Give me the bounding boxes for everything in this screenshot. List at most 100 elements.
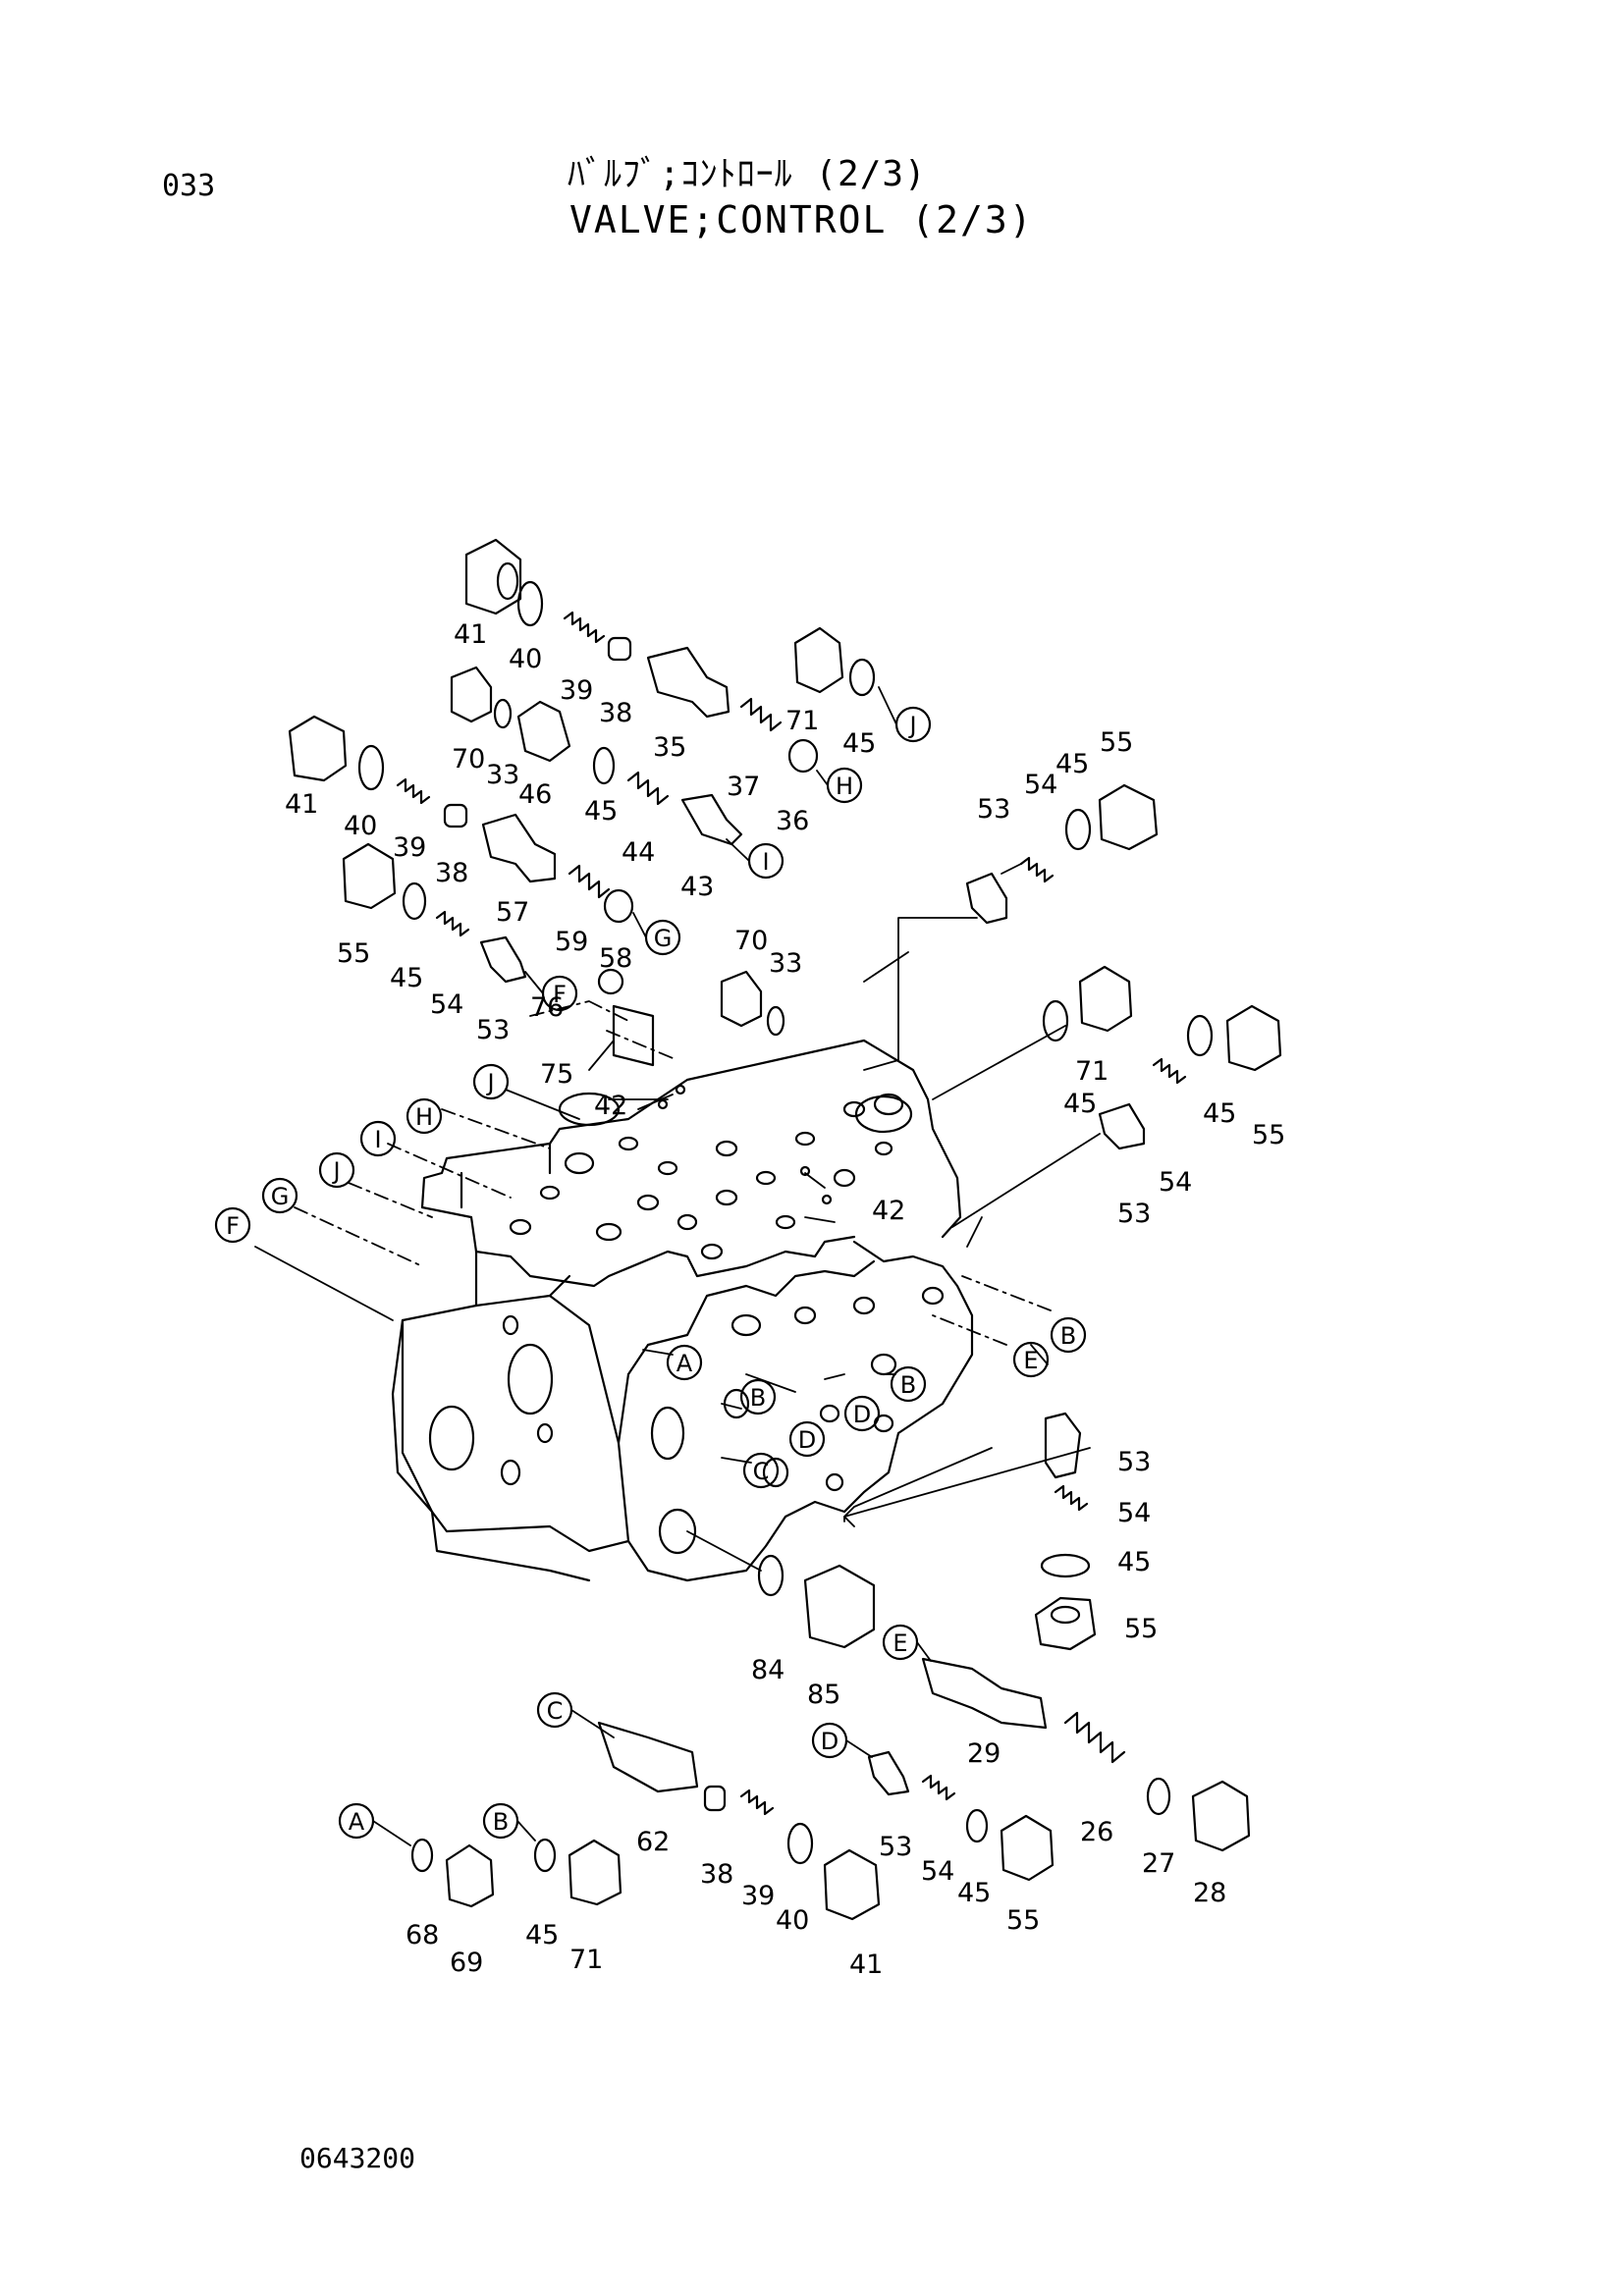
callout-D-body-1: D (788, 1420, 826, 1458)
part-label: 59 (555, 927, 588, 957)
part-label: 27 (1142, 1848, 1175, 1879)
part-label: 41 (454, 619, 487, 650)
part-label: 53 (1117, 1199, 1151, 1229)
callout-G-top: G (644, 919, 681, 956)
part-label: 62 (636, 1827, 670, 1857)
part-label: 42 (594, 1091, 627, 1121)
svg-text:A: A (349, 1808, 365, 1836)
callout-C-body: C (742, 1452, 780, 1489)
part-label: 71 (1075, 1056, 1109, 1087)
part-label: 58 (599, 943, 632, 974)
callout-J-body: J (472, 1063, 510, 1100)
callout-D-bottom: D (811, 1722, 848, 1759)
callout-H-top: H (826, 767, 863, 804)
svg-text:G: G (271, 1183, 290, 1210)
page-title-jp: ﾊﾞﾙﾌﾞ;ｺﾝﾄﾛｰﾙ (2/3) (568, 154, 927, 194)
svg-text:E: E (893, 1629, 907, 1657)
part-label: 45 (584, 796, 618, 827)
svg-text:H: H (415, 1103, 433, 1131)
svg-text:G: G (654, 925, 673, 952)
part-label: 41 (849, 1949, 883, 1980)
part-label: 45 (1063, 1089, 1097, 1119)
callout-J-body-2: J (318, 1151, 355, 1189)
callout-A-bottom: A (338, 1802, 375, 1840)
part-label: 26 (1080, 1817, 1113, 1847)
circled-callouts: J H I G F J H I J G F A B B B D D C E B … (214, 686, 1087, 1846)
part-label: 44 (622, 837, 655, 868)
callout-B-bottom: B (482, 1802, 519, 1840)
part-label: 38 (599, 698, 632, 728)
callout-A-body: A (666, 1344, 703, 1381)
part-label: 45 (842, 728, 876, 759)
part-label: 57 (496, 897, 529, 928)
svg-text:D: D (821, 1728, 839, 1755)
part-label: 70 (452, 744, 485, 774)
svg-text:J: J (331, 1157, 340, 1185)
parts-right-group (843, 783, 1282, 1651)
part-label: 39 (741, 1881, 775, 1911)
part-number-labels: 41 40 39 38 35 37 36 71 45 70 33 46 41 4… (285, 619, 1285, 1980)
svg-text:B: B (1060, 1322, 1076, 1350)
parts-bottom-group (410, 1554, 1251, 1921)
callout-H-body: H (406, 1097, 443, 1135)
valve-body (391, 1039, 974, 1582)
part-label: 55 (1006, 1905, 1040, 1936)
part-label: 39 (560, 675, 593, 706)
part-label: 33 (769, 948, 802, 979)
page-number: 033 (162, 169, 216, 203)
part-label: 69 (450, 1948, 483, 1978)
svg-text:C: C (753, 1458, 770, 1485)
page-title-en: VALVE;CONTROL (2/3) (569, 198, 1034, 241)
svg-text:F: F (553, 981, 567, 1008)
callout-D-body-2: D (843, 1395, 881, 1432)
part-label: 45 (525, 1920, 559, 1950)
svg-text:D: D (853, 1401, 871, 1428)
part-label: 76 (530, 992, 564, 1023)
part-label: 84 (751, 1655, 784, 1685)
part-label: 53 (476, 1015, 510, 1045)
callout-B-body-3: B (1050, 1316, 1087, 1354)
callout-I-body: I (359, 1120, 397, 1157)
part-label: 42 (872, 1196, 905, 1226)
part-label: 55 (1124, 1614, 1158, 1644)
part-label: 71 (569, 1945, 603, 1975)
svg-text:I: I (762, 848, 769, 876)
part-label: 43 (680, 872, 714, 902)
fitting-dots (657, 1084, 833, 1205)
part-label: 55 (1252, 1120, 1285, 1150)
part-label: 40 (509, 644, 542, 674)
svg-text:J: J (907, 712, 916, 739)
part-label: 39 (393, 832, 426, 863)
part-label: 54 (921, 1856, 954, 1887)
part-label: 54 (430, 989, 463, 1020)
callout-G-body: G (261, 1177, 298, 1214)
part-label: 46 (518, 779, 552, 810)
part-label: 55 (1100, 727, 1133, 758)
callout-F-body: F (214, 1206, 251, 1244)
part-label: 35 (653, 732, 686, 763)
callout-J-top: J (894, 706, 932, 743)
part-label: 54 (1159, 1167, 1192, 1198)
part-label: 40 (776, 1905, 809, 1936)
part-label: 29 (967, 1738, 1001, 1769)
svg-text:C: C (547, 1697, 564, 1725)
svg-text:A: A (676, 1350, 693, 1377)
callout-E-body: E (1012, 1341, 1050, 1378)
part-label: 40 (344, 811, 377, 841)
callout-C-bottom: C (536, 1691, 573, 1729)
part-label: 45 (1055, 749, 1089, 779)
part-label: 68 (406, 1920, 439, 1950)
part-label: 53 (1117, 1447, 1151, 1477)
part-label: 70 (734, 926, 768, 956)
callout-E-bottom: E (882, 1624, 919, 1661)
drawing-number: 0643200 (299, 2142, 416, 2174)
svg-text:D: D (798, 1426, 816, 1454)
part-label: 54 (1117, 1498, 1151, 1528)
part-label: 55 (337, 938, 370, 969)
parts-left-group (288, 538, 876, 1067)
part-label: 54 (1024, 770, 1057, 800)
part-label: 41 (285, 789, 318, 820)
part-label: 75 (540, 1059, 573, 1090)
callout-B-body-2: B (890, 1365, 927, 1403)
